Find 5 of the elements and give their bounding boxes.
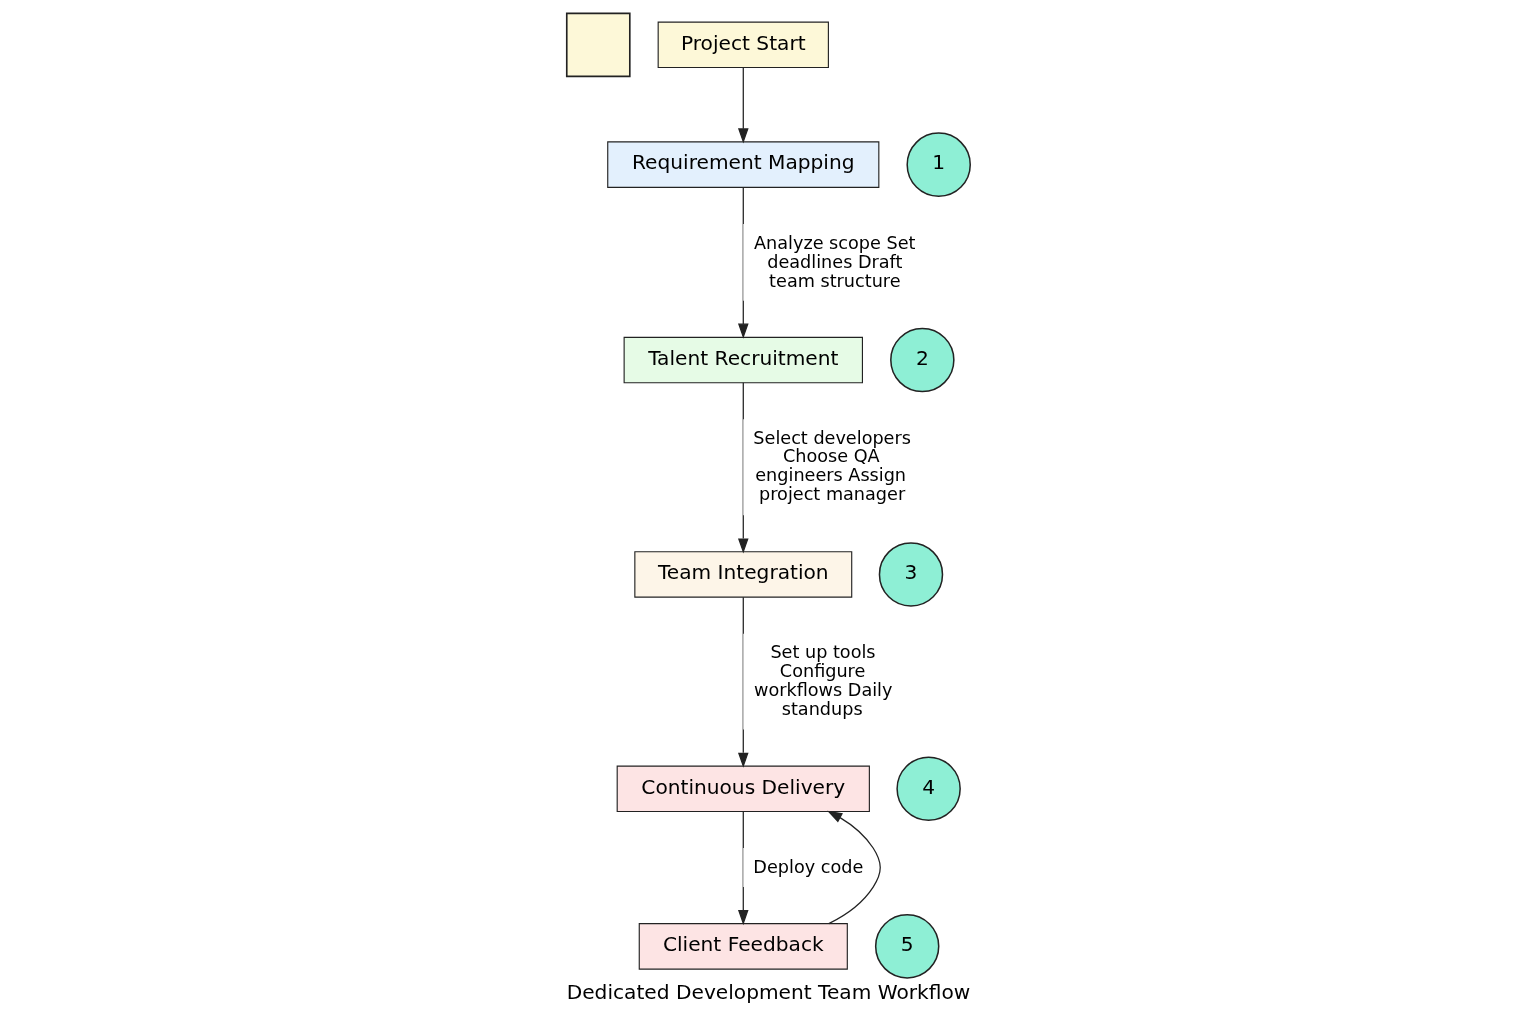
edge-label: Select developers Choose QA engineers Assign project manager [752, 427, 911, 505]
edge-label: Deploy code [752, 856, 863, 877]
edge-label: Set up tools Configure workflows Daily standups [753, 641, 892, 719]
diagram-title: Dedicated Development Team Workflow [566, 980, 970, 1005]
edge-label: Analyze scope Set deadlines Draft team structure [753, 232, 915, 291]
